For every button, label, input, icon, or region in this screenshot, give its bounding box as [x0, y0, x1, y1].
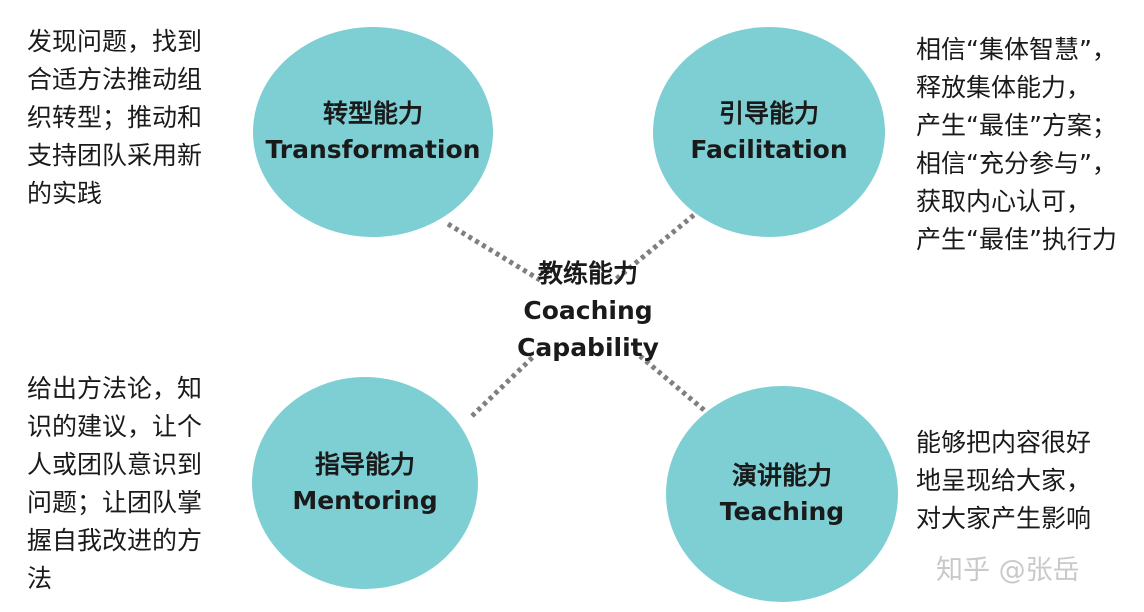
desc-line: 问题；让团队掌: [27, 488, 203, 517]
node-mentoring: 指导能力 Mentoring: [252, 377, 478, 589]
desc-line: 获取内心认可，: [916, 187, 1092, 216]
desc-line: 法: [27, 564, 53, 593]
desc-line: 合适方法推动组: [27, 65, 203, 94]
node-mentoring-zh: 指导能力: [314, 450, 415, 479]
desc-line: 支持团队采用新: [27, 141, 203, 170]
connector-mentoring: [470, 353, 537, 418]
desc-line: 产生“最佳”方案；: [916, 111, 1117, 140]
center-label-en-line: Capability: [517, 333, 659, 362]
desc-facilitation: 相信“集体智慧”， 释放集体能力， 产生“最佳”方案； 相信“充分参与”， 获取…: [916, 31, 1117, 259]
desc-line: 能够把内容很好: [916, 428, 1092, 457]
desc-transformation: 发现问题，找到 合适方法推动组 织转型；推动和 支持团队采用新 的实践: [27, 23, 202, 213]
center-label-zh: 教练能力: [537, 259, 638, 288]
center-label-en-line: Coaching: [523, 296, 653, 325]
desc-line: 人或团队意识到: [27, 450, 203, 479]
desc-line: 地呈现给大家，: [916, 466, 1092, 495]
node-teaching-zh: 演讲能力: [731, 461, 832, 490]
connector-teaching: [638, 354, 706, 412]
connector-transformation: [446, 221, 542, 283]
node-facilitation-zh: 引导能力: [718, 99, 819, 128]
desc-line: 对大家产生影响: [916, 504, 1092, 533]
node-facilitation: 引导能力 Facilitation: [653, 27, 885, 237]
node-transformation-en: Transformation: [265, 135, 481, 164]
desc-mentoring: 给出方法论，知 识的建议，让个 人或团队意识到 问题；让团队掌 握自我改进的方 …: [27, 370, 202, 598]
node-mentoring-en: Mentoring: [292, 486, 438, 515]
desc-line: 识的建议，让个: [27, 412, 203, 441]
desc-line: 释放集体能力，: [916, 73, 1092, 102]
node-transformation: 转型能力 Transformation: [253, 27, 493, 237]
connector-facilitation: [613, 208, 702, 282]
desc-line: 给出方法论，知: [27, 374, 203, 403]
node-transformation-zh: 转型能力: [322, 99, 423, 128]
node-teaching-en: Teaching: [719, 497, 845, 526]
desc-line: 相信“集体智慧”，: [916, 35, 1117, 64]
node-teaching: 演讲能力 Teaching: [666, 386, 898, 602]
desc-line: 织转型；推动和: [27, 103, 203, 132]
node-facilitation-en: Facilitation: [690, 135, 848, 164]
center-label: 教练能力 Coaching Capability: [478, 255, 698, 366]
watermark: 知乎 @张岳: [936, 555, 1080, 586]
desc-line: 的实践: [27, 179, 103, 208]
desc-line: 相信“充分参与”，: [916, 149, 1117, 178]
desc-teaching: 能够把内容很好 地呈现给大家， 对大家产生影响: [916, 424, 1091, 538]
desc-line: 产生“最佳”执行力: [916, 225, 1117, 254]
desc-line: 发现问题，找到: [27, 27, 203, 56]
desc-line: 握自我改进的方: [27, 526, 203, 555]
